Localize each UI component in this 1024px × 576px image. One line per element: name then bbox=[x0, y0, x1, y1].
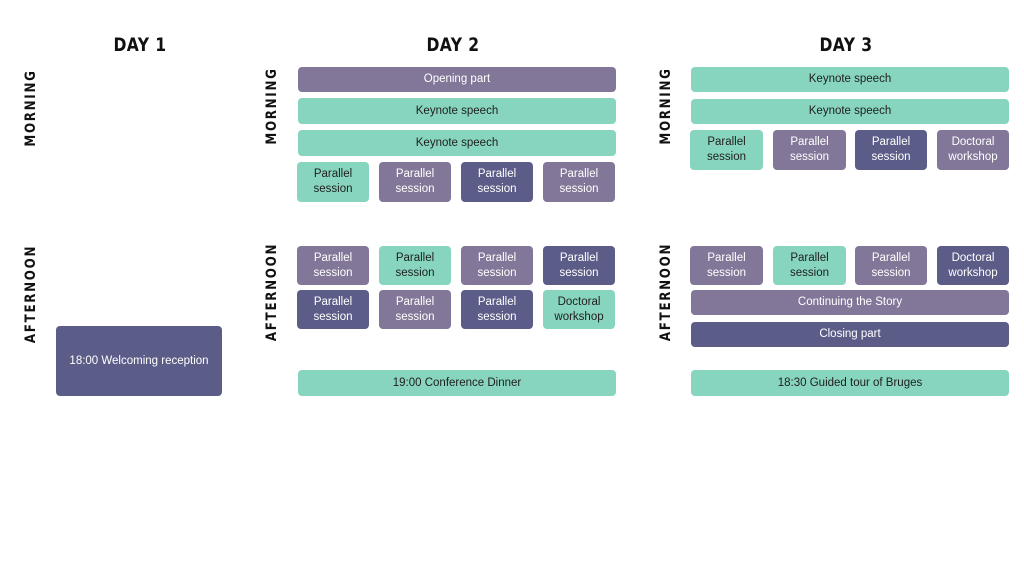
day-3-morning-label: MORNING bbox=[658, 67, 674, 145]
event-label: Doctoral workshop bbox=[948, 251, 998, 279]
event-label: Continuing the Story bbox=[797, 296, 903, 308]
day-3-continuing-the-story: Continuing the Story bbox=[691, 290, 1009, 315]
event-label: Doctoral workshop bbox=[948, 136, 998, 163]
event-label: 19:00 Conference Dinner bbox=[392, 376, 522, 389]
day-2-afternoon-session-6: Parallel session bbox=[379, 290, 451, 329]
day-2-morning-session-3: Parallel session bbox=[461, 162, 533, 202]
day-3-afternoon-label: AFTERNOON bbox=[658, 242, 674, 342]
day-2-morning-session-1: Parallel session bbox=[297, 162, 369, 202]
event-label: 18:30 Guided tour of Bruges bbox=[777, 376, 923, 389]
event-label: Keynote speech bbox=[808, 105, 892, 117]
event-label: Parallel session bbox=[313, 168, 353, 195]
event-label: Keynote speech bbox=[808, 73, 892, 85]
day-1-title: DAY 1 bbox=[113, 34, 167, 56]
event-label: 18:00 Welcoming reception bbox=[69, 354, 209, 367]
day-2-afternoon-session-1: Parallel session bbox=[297, 246, 369, 285]
day-3-keynote-speech-2: Keynote speech bbox=[691, 99, 1009, 124]
day-2-doctoral-workshop: Doctoral workshop bbox=[543, 290, 615, 329]
event-label: Parallel session bbox=[559, 168, 599, 195]
day-3-afternoon-session-1: Parallel session bbox=[690, 246, 763, 285]
day-3-morning-session-3: Parallel session bbox=[855, 130, 927, 170]
day-3-doctoral-workshop-afternoon: Doctoral workshop bbox=[937, 246, 1009, 285]
day-3-afternoon-session-3: Parallel session bbox=[855, 246, 927, 285]
day-2-morning-session-4: Parallel session bbox=[543, 162, 615, 202]
event-label: Parallel session bbox=[477, 295, 517, 323]
event-label: Parallel session bbox=[395, 295, 435, 323]
event-label: Parallel session bbox=[313, 295, 353, 323]
day-3-title: DAY 3 bbox=[819, 34, 873, 56]
event-label: Parallel session bbox=[477, 251, 517, 279]
day-2-keynote-speech-1: Keynote speech bbox=[298, 98, 616, 124]
day-2-opening-part: Opening part bbox=[298, 67, 616, 92]
day-3-doctoral-workshop-morning: Doctoral workshop bbox=[937, 130, 1009, 170]
event-label: Parallel session bbox=[871, 251, 911, 279]
day-1-afternoon-label: AFTERNOON bbox=[23, 244, 39, 344]
event-label: Parallel session bbox=[559, 251, 599, 279]
event-label: Keynote speech bbox=[415, 104, 499, 117]
event-label: Parallel session bbox=[790, 251, 829, 279]
event-label: Opening part bbox=[423, 73, 491, 85]
day-2-afternoon-session-5: Parallel session bbox=[297, 290, 369, 329]
event-label: Closing part bbox=[819, 328, 881, 340]
event-label: Doctoral workshop bbox=[554, 295, 604, 323]
event-label: Parallel session bbox=[871, 136, 911, 163]
day-2-afternoon-session-7: Parallel session bbox=[461, 290, 533, 329]
day-1-morning-label: MORNING bbox=[23, 69, 39, 147]
event-label: Parallel session bbox=[790, 136, 829, 163]
day-3-morning-session-1: Parallel session bbox=[690, 130, 763, 170]
day-2-afternoon-label: AFTERNOON bbox=[264, 242, 280, 342]
event-label: Parallel session bbox=[395, 251, 435, 279]
day-3-keynote-speech-1: Keynote speech bbox=[691, 67, 1009, 92]
day-2-afternoon-session-3: Parallel session bbox=[461, 246, 533, 285]
day-2-conference-dinner: 19:00 Conference Dinner bbox=[298, 370, 616, 396]
event-label: Parallel session bbox=[313, 251, 353, 279]
day-2-keynote-speech-2: Keynote speech bbox=[298, 130, 616, 156]
day-2-morning-session-2: Parallel session bbox=[379, 162, 451, 202]
day-2-afternoon-session-2: Parallel session bbox=[379, 246, 451, 285]
day-3-closing-part: Closing part bbox=[691, 322, 1009, 347]
event-label: Parallel session bbox=[707, 136, 746, 163]
day-2-morning-label: MORNING bbox=[264, 67, 280, 145]
event-label: Keynote speech bbox=[415, 136, 499, 149]
day-2-afternoon-session-4: Parallel session bbox=[543, 246, 615, 285]
day-3-morning-session-2: Parallel session bbox=[773, 130, 846, 170]
day-3-afternoon-session-2: Parallel session bbox=[773, 246, 846, 285]
day-1-welcoming-reception: 18:00 Welcoming reception bbox=[56, 326, 222, 396]
event-label: Parallel session bbox=[707, 251, 746, 279]
day-3-guided-tour: 18:30 Guided tour of Bruges bbox=[691, 370, 1009, 396]
event-label: Parallel session bbox=[395, 168, 435, 195]
event-label: Parallel session bbox=[477, 168, 517, 195]
day-2-title: DAY 2 bbox=[426, 34, 480, 56]
